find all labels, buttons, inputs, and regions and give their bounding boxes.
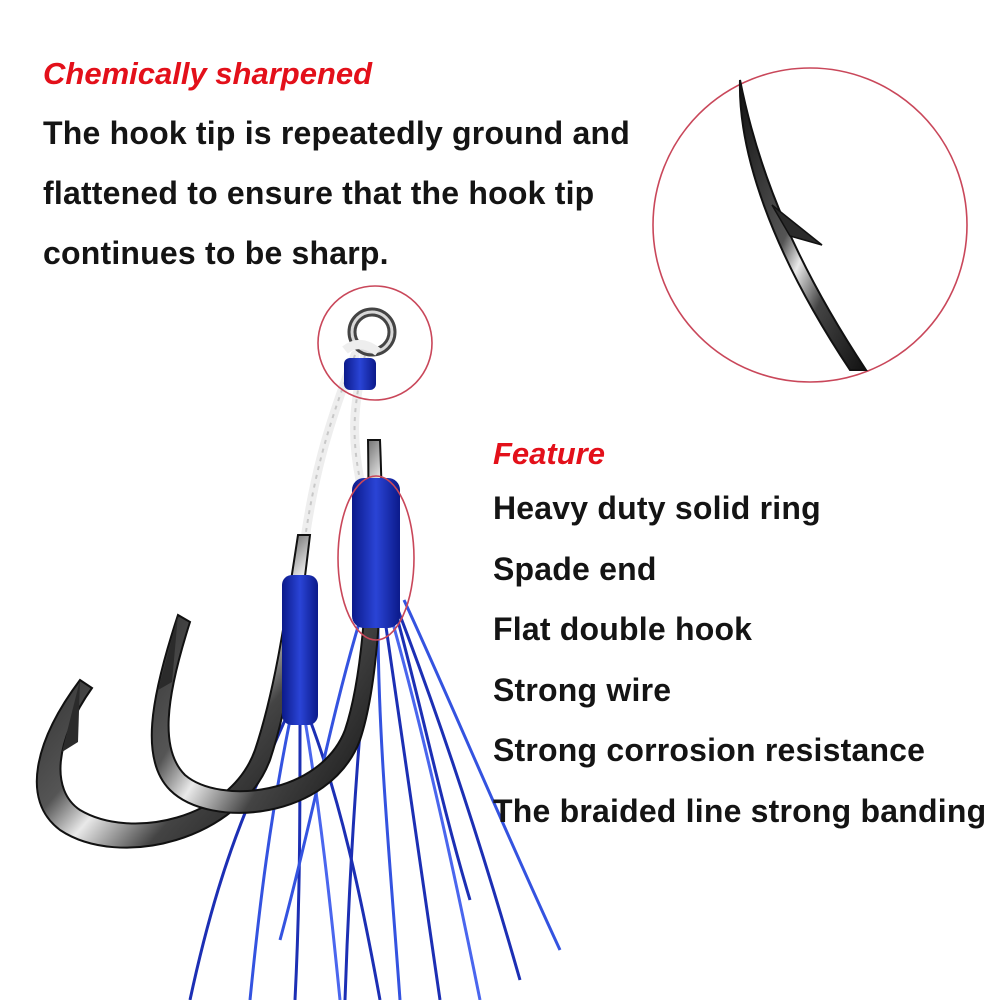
front-hook xyxy=(150,439,415,814)
ring-highlight-circle xyxy=(317,285,433,401)
back-hook xyxy=(35,534,318,849)
feature-heading: Feature xyxy=(493,436,605,471)
feature-item: The braided line strong banding xyxy=(493,792,987,829)
feature-item: Strong wire xyxy=(493,671,672,708)
hook-tip-closeup xyxy=(652,67,968,383)
sharpened-heading: Chemically sharpened xyxy=(43,56,373,91)
feature-item: Flat double hook xyxy=(493,611,753,648)
wrap-highlight-ellipse xyxy=(337,475,415,641)
closeup-circle-outline xyxy=(652,67,968,383)
feature-item: Heavy duty solid ring xyxy=(493,490,821,526)
sharpened-description-line: continues to be sharp. xyxy=(43,235,389,271)
braid-texture xyxy=(299,354,366,581)
feature-list: Heavy duty solid ring Spade end Flat dou… xyxy=(493,488,986,852)
sharpened-description-line: flattened to ensure that the hook tip xyxy=(43,175,595,211)
feature-item: Spade end xyxy=(493,550,657,587)
closeup-hook-tip xyxy=(738,79,868,371)
sharpened-description-line: The hook tip is repeatedly ground and xyxy=(43,115,631,151)
closeup-hook-barb xyxy=(771,204,823,246)
solid-ring xyxy=(317,285,433,401)
feature-item: Strong corrosion resistance xyxy=(493,732,926,769)
